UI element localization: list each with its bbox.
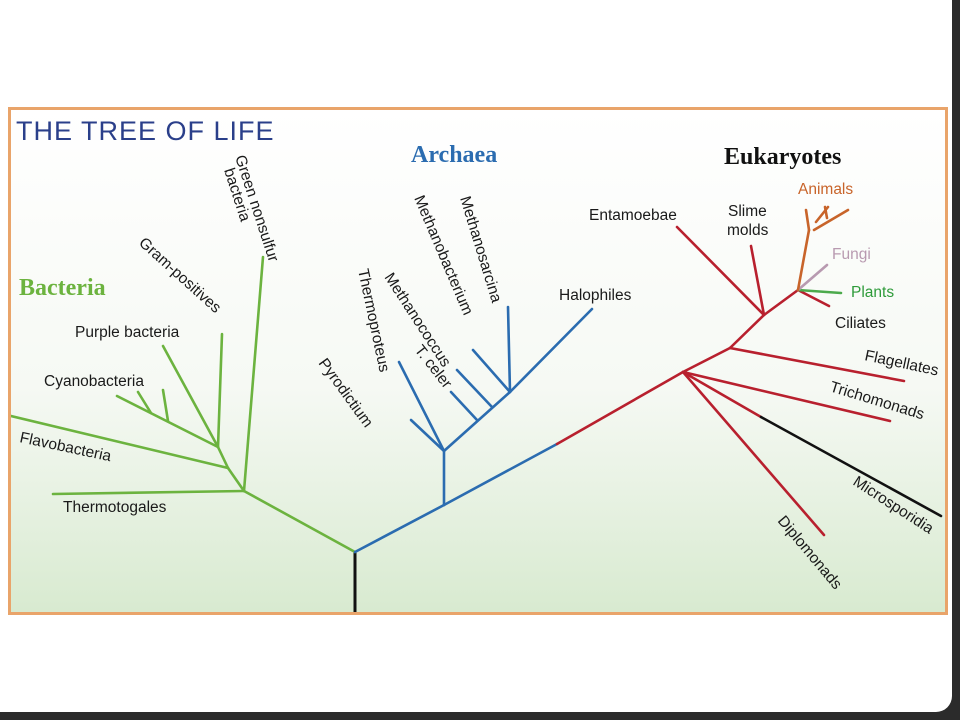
- branch-cyanobacteria-twig-1: [136, 390, 153, 415]
- branch-diplomonads: [681, 370, 826, 537]
- label-thermotogales: Thermotogales: [63, 499, 167, 516]
- branch-bacteria-stem: [242, 489, 357, 554]
- branch-methanobacterium: [471, 348, 512, 394]
- eukaryote-branches: [555, 225, 906, 537]
- group-label-eukaryotes: Eukaryotes: [724, 144, 841, 170]
- branch-archaea-stem-1: [353, 503, 446, 554]
- label-cyanobacteria: Cyanobacteria: [44, 373, 144, 390]
- archaea-branches: [353, 305, 594, 554]
- branch-microsporidia: [759, 415, 943, 518]
- branch-thermoproteus: [397, 360, 446, 453]
- branch-crown-stem: [681, 346, 732, 374]
- branch-slime-molds: [749, 244, 766, 317]
- label-entamoebae: Entamoebae: [589, 207, 677, 224]
- label-ciliates: Ciliates: [835, 315, 886, 332]
- branch-purple-bacteria: [161, 344, 220, 449]
- branch-gram-positives: [216, 332, 224, 449]
- branch-halophiles: [508, 307, 594, 394]
- label-plants: Plants: [851, 284, 894, 301]
- branch-animals-4: [823, 205, 829, 220]
- branch-to-microsporidia: [681, 370, 763, 419]
- branch-green-nonsulfur: [242, 255, 265, 493]
- branch-inner-node-2: [216, 445, 230, 470]
- branch-animals-3: [812, 208, 850, 232]
- group-label-bacteria: Bacteria: [19, 275, 106, 301]
- branch-animals-1: [804, 208, 811, 232]
- branch-t-celer: [449, 390, 479, 422]
- tree-of-life-figure: THE TREE OF LIFE Bacteria Archaea Eukary…: [8, 107, 948, 615]
- branch-crown-stem-2: [728, 313, 766, 350]
- diagram-title: THE TREE OF LIFE: [16, 116, 275, 146]
- bacteria-branches: [11, 255, 357, 554]
- branch-cyanobacteria-twig-2: [161, 388, 170, 423]
- branch-archaea-stem-2: [442, 442, 559, 507]
- label-fungi: Fungi: [832, 246, 871, 263]
- branch-crown-stem-3: [762, 288, 800, 317]
- branch-flavobacteria: [11, 414, 230, 470]
- branch-flagellates: [728, 346, 906, 383]
- tree-diagram: THE TREE OF LIFE Bacteria Archaea Eukary…: [11, 110, 945, 612]
- branch-inner-node: [226, 466, 246, 493]
- figure-background: [11, 110, 945, 612]
- label-slime-molds-line1: Slime: [728, 203, 767, 220]
- group-label-archaea: Archaea: [411, 142, 497, 168]
- branch-eukaryote-stem: [555, 370, 685, 446]
- branch-trichomonads: [681, 370, 892, 423]
- branch-ciliates: [796, 288, 831, 308]
- branch-methanococcus: [455, 368, 494, 409]
- label-slime-molds-line2: molds: [727, 222, 769, 239]
- label-animals: Animals: [798, 181, 853, 198]
- branch-plants: [796, 288, 843, 295]
- branch-thermotogales: [51, 489, 246, 496]
- label-purple-bacteria: Purple bacteria: [75, 324, 180, 341]
- animal-branches: [796, 205, 850, 292]
- branch-pyrodictium: [409, 418, 446, 453]
- branch-methanosarcina: [506, 305, 512, 394]
- label-halophiles: Halophiles: [559, 287, 632, 304]
- branch-entamoebae: [675, 225, 766, 317]
- branch-euryarchaeota-stem: [442, 390, 512, 453]
- branch-fungi: [796, 263, 829, 292]
- branch-animals-stem: [796, 228, 811, 292]
